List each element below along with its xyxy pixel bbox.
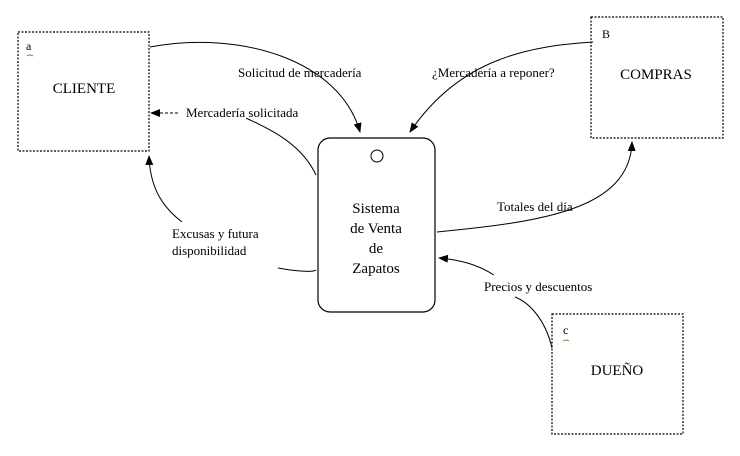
flow-solicitud-mercaderia[interactable]: Solicitud de mercadería [149, 41, 362, 133]
entity-dueno-letter: c [563, 323, 568, 337]
flow-totales-arrow [436, 141, 636, 233]
entity-dueno-box [551, 313, 684, 435]
flow-mercaderia-reponer[interactable]: ¿Mercadería a reponer? [409, 41, 594, 133]
process-circle-icon [370, 149, 384, 163]
process-line-2: de Venta [350, 221, 402, 237]
entity-compras[interactable]: B COMPRAS [590, 16, 724, 139]
process-line-4: Zapatos [352, 261, 400, 277]
flow-solicitada-curve [245, 117, 317, 176]
flow-excusas-label-1: Excusas y futura [172, 226, 259, 241]
flow-precios-arrow [438, 254, 495, 276]
process-sistema-venta[interactable]: Sistema de Venta de Zapatos [317, 137, 436, 313]
flow-excusas[interactable]: Excusas y futura disponibilidad [145, 155, 317, 272]
flow-solicitada-label: Mercadería solicitada [186, 105, 298, 120]
entity-cliente[interactable]: a CLIENTE [17, 31, 150, 152]
entity-compras-name: COMPRAS [620, 67, 692, 83]
flow-solicitud-arrow [149, 41, 362, 133]
spellcheck-underline-icon [562, 339, 570, 342]
flow-totales-label: Totales del día [497, 199, 573, 214]
flow-precios-label: Precios y descuentos [484, 279, 592, 294]
flow-excusas-arrow [145, 155, 183, 223]
flow-mercaderia-solicitada[interactable]: Mercadería solicitada [150, 105, 317, 176]
flow-totales-dia[interactable]: Totales del día [436, 141, 636, 233]
entity-cliente-box [17, 31, 150, 152]
flow-precios-descuentos[interactable]: Precios y descuentos [438, 254, 592, 349]
entity-dueno-name: DUEÑO [591, 363, 644, 379]
entity-cliente-name: CLIENTE [53, 81, 115, 97]
process-box [317, 137, 436, 313]
flow-excusas-label-2: disponibilidad [172, 243, 247, 258]
entity-compras-box [590, 16, 724, 139]
flow-solicitud-label: Solicitud de mercadería [238, 65, 362, 80]
process-line-3: de [369, 241, 384, 257]
flow-precios-tail [514, 296, 553, 349]
spellcheck-underline-icon [26, 54, 34, 57]
flow-reponer-label: ¿Mercadería a reponer? [432, 65, 555, 80]
flow-excusas-tail [277, 267, 317, 272]
process-line-1: Sistema [352, 201, 400, 217]
entity-compras-letter: B [602, 27, 610, 41]
flow-reponer-arrow [409, 41, 594, 133]
entity-dueno[interactable]: c DUEÑO [551, 313, 684, 435]
entity-cliente-letter: a [26, 39, 32, 53]
